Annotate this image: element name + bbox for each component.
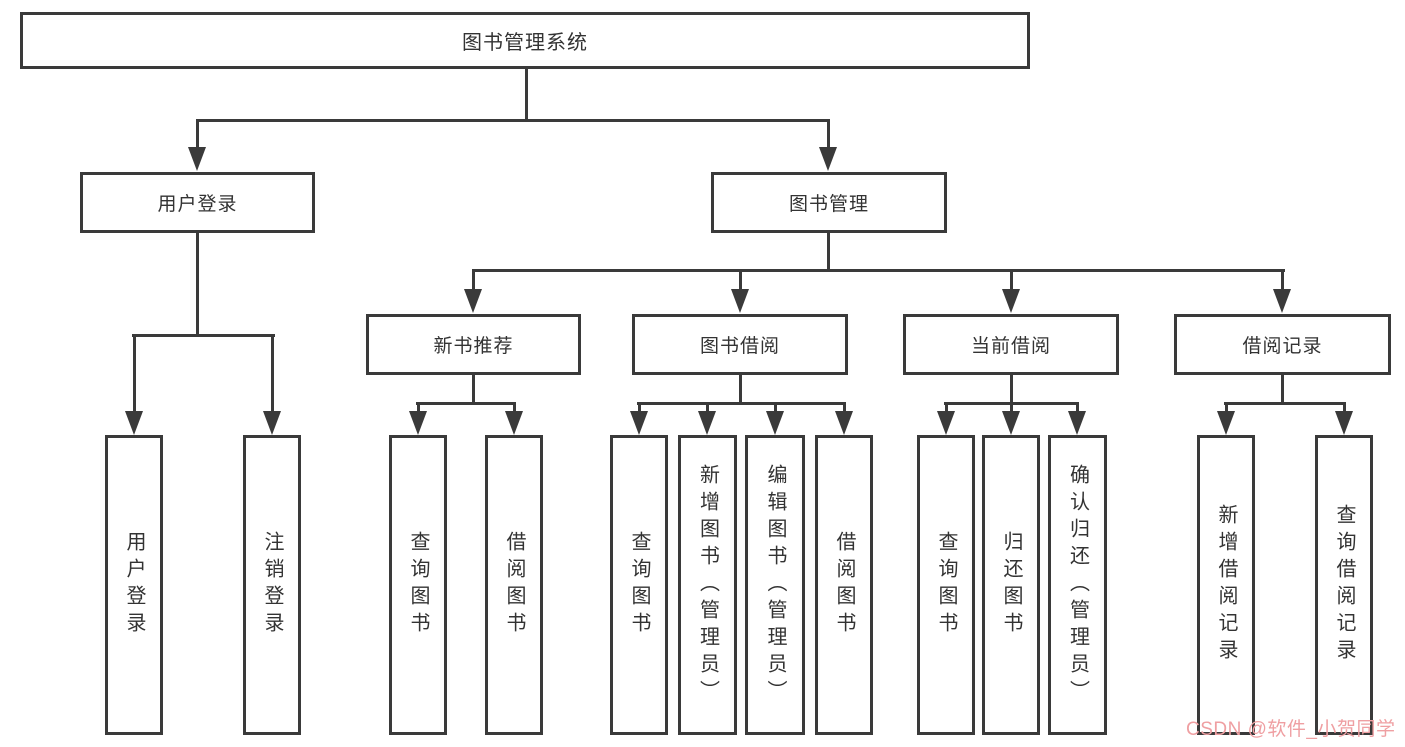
edge-leaf-user-login-stub (133, 334, 136, 414)
watermark: CSDN @软件_小贺同学 (1186, 719, 1396, 740)
edge-level2-bus (196, 119, 830, 122)
leaf-recommend-query-book: 查询图书 (389, 435, 447, 735)
arrowhead-current-borrowing (1002, 289, 1020, 313)
edge-leaf-borrow-borrow-stub (843, 402, 846, 415)
edge-leaf-current-return-stub (1010, 402, 1013, 415)
leaf-current-confirm-return-admin-label: 确认归还（管理员） (1066, 463, 1089, 707)
node-user-login: 用户登录 (80, 172, 315, 233)
edge-records-stub (1281, 269, 1284, 293)
edge-leaf-borrow-add-stub (706, 402, 709, 415)
edge-leaf-recommend-borrow-stub (513, 402, 516, 415)
edge-login-split-bar (132, 334, 275, 337)
edge-root-riser (525, 68, 528, 122)
leaf-records-add-record-label: 新增借阅记录 (1215, 504, 1237, 666)
node-book-management-label: 图书管理 (788, 194, 869, 215)
arrowhead-leaf-borrow-add (698, 411, 716, 435)
arrowhead-leaf-records-query (1335, 411, 1353, 435)
arrowhead-leaf-recommend-query (409, 411, 427, 435)
arrowhead-leaf-current-query (937, 411, 955, 435)
leaf-records-query-record: 查询借阅记录 (1315, 435, 1373, 735)
leaf-current-return-book-label: 归还图书 (1000, 531, 1022, 639)
leaf-borrow-borrow-book-label: 借阅图书 (833, 531, 855, 639)
edge-recommend-stub (472, 269, 475, 293)
leaf-user-login: 用户登录 (105, 435, 163, 735)
arrowhead-leaf-records-add (1217, 411, 1235, 435)
edge-user-login-riser (196, 233, 199, 337)
leaf-borrow-query-book: 查询图书 (610, 435, 668, 735)
node-book-borrowing: 图书借阅 (632, 314, 848, 375)
node-user-login-label: 用户登录 (157, 194, 238, 215)
arrowhead-book-management (819, 147, 837, 171)
edge-leaf-current-query-stub (945, 402, 948, 415)
leaf-recommend-borrow-book-label: 借阅图书 (503, 531, 525, 639)
edge-user-login-stub (196, 119, 199, 151)
edge-recommend-split-bar (416, 402, 516, 405)
leaf-recommend-query-book-label: 查询图书 (407, 531, 429, 639)
leaf-borrow-add-book-admin-label: 新增图书（管理员） (696, 463, 719, 707)
node-book-management: 图书管理 (711, 172, 947, 233)
edge-level3-bus (472, 269, 1285, 272)
leaf-borrow-edit-book-admin: 编辑图书（管理员） (745, 435, 805, 735)
arrowhead-leaf-current-return (1002, 411, 1020, 435)
node-new-book-recommend-label: 新书推荐 (433, 336, 514, 357)
leaf-borrow-edit-book-admin-label: 编辑图书（管理员） (764, 463, 786, 707)
leaf-records-add-record: 新增借阅记录 (1197, 435, 1255, 735)
arrowhead-borrowing-records (1273, 289, 1291, 313)
arrowhead-leaf-current-confirm (1068, 411, 1086, 435)
node-new-book-recommend: 新书推荐 (366, 314, 581, 375)
leaf-records-query-record-label: 查询借阅记录 (1333, 504, 1355, 666)
node-borrowing-records-label: 借阅记录 (1242, 336, 1323, 357)
node-book-borrowing-label: 图书借阅 (699, 336, 780, 357)
arrowhead-leaf-borrow-borrow (835, 411, 853, 435)
leaf-borrow-query-book-label: 查询图书 (628, 531, 650, 639)
edge-book-management-riser (827, 233, 830, 272)
node-root-label: 图书管理系统 (462, 32, 588, 54)
edge-book-management-stub (827, 119, 830, 151)
edge-records-split-bar (1224, 402, 1346, 405)
edge-borrowing-split-bar (637, 402, 846, 405)
edge-borrowing-stub (739, 269, 742, 293)
node-current-borrowing-label: 当前借阅 (970, 336, 1051, 357)
node-root: 图书管理系统 (20, 12, 1030, 69)
leaf-logout: 注销登录 (243, 435, 301, 735)
edge-leaf-recommend-query-stub (417, 402, 420, 415)
edge-leaf-current-confirm-stub (1076, 402, 1079, 415)
arrowhead-leaf-logout (263, 411, 281, 435)
leaf-user-login-label: 用户登录 (123, 531, 145, 639)
arrowhead-user-login (188, 147, 206, 171)
leaf-current-confirm-return-admin: 确认归还（管理员） (1048, 435, 1107, 735)
edge-borrowing-riser (739, 375, 742, 405)
arrowhead-book-borrowing (731, 289, 749, 313)
edge-recommend-riser (472, 375, 475, 405)
arrowhead-leaf-user-login (125, 411, 143, 435)
edge-leaf-records-query-stub (1343, 402, 1346, 415)
leaf-recommend-borrow-book: 借阅图书 (485, 435, 543, 735)
arrowhead-leaf-borrow-query (630, 411, 648, 435)
edge-leaf-logout-stub (271, 334, 274, 414)
edge-current-riser (1010, 375, 1013, 405)
leaf-current-query-book-label: 查询图书 (935, 531, 957, 639)
edge-current-stub (1010, 269, 1013, 293)
edge-records-riser (1281, 375, 1284, 405)
arrowhead-leaf-recommend-borrow (505, 411, 523, 435)
leaf-logout-label: 注销登录 (261, 531, 283, 639)
edge-leaf-borrow-edit-stub (774, 402, 777, 415)
leaf-current-return-book: 归还图书 (982, 435, 1040, 735)
leaf-current-query-book: 查询图书 (917, 435, 975, 735)
arrowhead-new-book-recommend (464, 289, 482, 313)
arrowhead-leaf-borrow-edit (766, 411, 784, 435)
edge-leaf-records-add-stub (1225, 402, 1228, 415)
edge-leaf-borrow-query-stub (638, 402, 641, 415)
node-borrowing-records: 借阅记录 (1174, 314, 1391, 375)
leaf-borrow-add-book-admin: 新增图书（管理员） (678, 435, 737, 735)
leaf-borrow-borrow-book: 借阅图书 (815, 435, 873, 735)
node-current-borrowing: 当前借阅 (903, 314, 1119, 375)
